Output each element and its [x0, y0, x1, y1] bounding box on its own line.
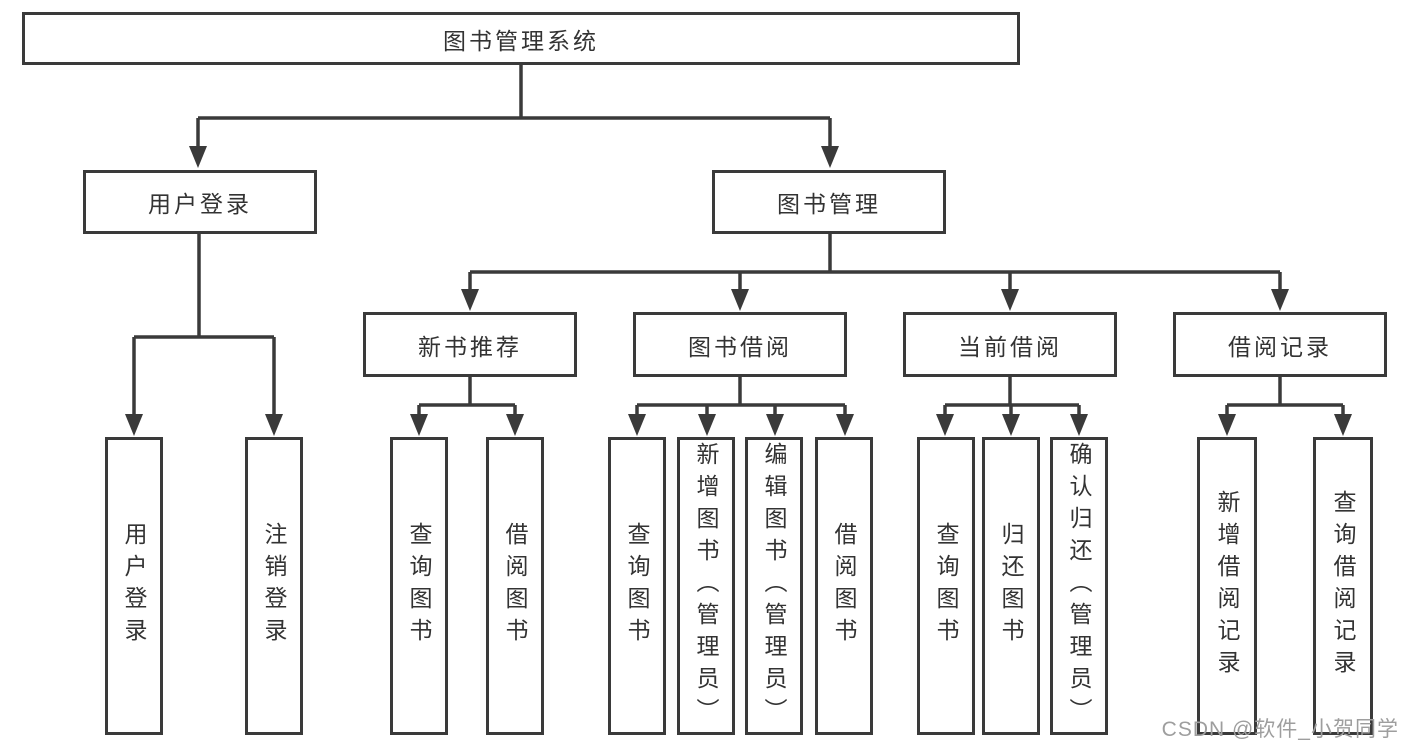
node-query-books-recommend: 查询图书: [390, 437, 448, 735]
leaf-label: 编辑图书（管理员）: [761, 442, 787, 730]
leaf-label: 新增图书（管理员）: [693, 442, 719, 730]
node-confirm-return-admin: 确认归还（管理员）: [1050, 437, 1108, 735]
node-borrow-books-recommend: 借阅图书: [486, 437, 544, 735]
leaf-label: 用户登录: [121, 522, 147, 650]
leaf-label: 借阅图书: [502, 522, 528, 650]
node-book-borrow: 图书借阅: [633, 312, 847, 377]
node-library-system: 图书管理系统: [22, 12, 1020, 65]
leaf-label: 借阅图书: [831, 522, 857, 650]
node-edit-book-admin: 编辑图书（管理员）: [745, 437, 803, 735]
node-logout: 注销登录: [245, 437, 303, 735]
leaf-label: 查询借阅记录: [1330, 490, 1356, 682]
node-user-login: 用户登录: [83, 170, 317, 234]
node-return-books: 归还图书: [982, 437, 1040, 735]
node-book-management: 图书管理: [712, 170, 946, 234]
leaf-label: 查询图书: [406, 522, 432, 650]
leaf-label: 查询图书: [624, 522, 650, 650]
node-query-books-current: 查询图书: [917, 437, 975, 735]
node-add-borrow-record: 新增借阅记录: [1197, 437, 1257, 735]
node-query-borrow-record: 查询借阅记录: [1313, 437, 1373, 735]
node-borrow-books-leaf: 借阅图书: [815, 437, 873, 735]
node-user-login-leaf: 用户登录: [105, 437, 163, 735]
watermark: CSDN @软件_小贺同学: [1161, 718, 1399, 741]
node-new-book-recommend: 新书推荐: [363, 312, 577, 377]
node-query-books-borrow: 查询图书: [608, 437, 666, 735]
leaf-label: 注销登录: [261, 522, 287, 650]
node-add-book-admin: 新增图书（管理员）: [677, 437, 735, 735]
leaf-label: 新增借阅记录: [1214, 490, 1240, 682]
leaf-label: 查询图书: [933, 522, 959, 650]
leaf-label: 确认归还（管理员）: [1066, 442, 1092, 730]
node-borrow-records: 借阅记录: [1173, 312, 1387, 377]
node-current-borrow: 当前借阅: [903, 312, 1117, 377]
leaf-label: 归还图书: [998, 522, 1024, 650]
